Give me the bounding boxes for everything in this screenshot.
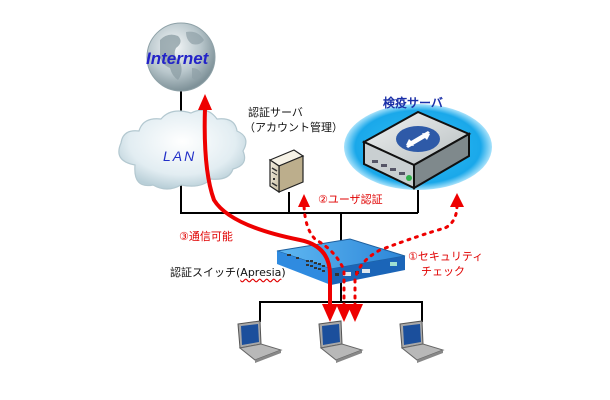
step2-label: ②ユーザ認証 bbox=[318, 193, 383, 206]
arrow-down-pc2-b bbox=[336, 304, 352, 322]
auth-server-label-line1: 認証サーバ bbox=[248, 106, 303, 119]
auth-switch-label-prefix: 認証スイッチ( bbox=[170, 266, 241, 279]
arrow-up-quarantine bbox=[450, 193, 464, 207]
internet-label: Internet bbox=[146, 49, 209, 68]
auth-switch-label-suffix: ) bbox=[281, 266, 286, 279]
arrow-up-internet bbox=[198, 94, 212, 110]
auth-server-icon bbox=[268, 149, 305, 194]
client-pc-3-icon bbox=[399, 320, 445, 363]
quarantine-server-icon bbox=[344, 104, 492, 190]
internet-globe-icon bbox=[146, 22, 216, 92]
step1-label-line1: ①セキュリティ bbox=[408, 250, 484, 263]
step1-label-line2: チェック bbox=[421, 265, 465, 278]
flow-step3-communication bbox=[198, 94, 338, 322]
auth-switch-label-brand: Apresia bbox=[240, 266, 282, 279]
client-pc-2-icon bbox=[318, 320, 364, 363]
step3-label: ③通信可能 bbox=[179, 230, 233, 243]
lan-cloud-icon bbox=[118, 109, 247, 190]
arrow-up-auth-server bbox=[298, 194, 310, 207]
flow-step2-user-auth bbox=[298, 194, 352, 322]
auth-switch-icon bbox=[276, 238, 406, 285]
quarantine-server-label: 検疫サーバ bbox=[383, 96, 443, 110]
arrow-down-pc2-a bbox=[322, 304, 338, 322]
auth-server-label-line2: （アカウント管理） bbox=[244, 121, 343, 134]
auth-switch-label: 認証スイッチ(Apresia) bbox=[170, 266, 286, 280]
flow-step1-security-check bbox=[347, 193, 464, 322]
arrow-down-pc2-c bbox=[347, 304, 363, 322]
lan-label: LAN bbox=[163, 148, 197, 164]
client-pc-1-icon bbox=[237, 320, 283, 363]
